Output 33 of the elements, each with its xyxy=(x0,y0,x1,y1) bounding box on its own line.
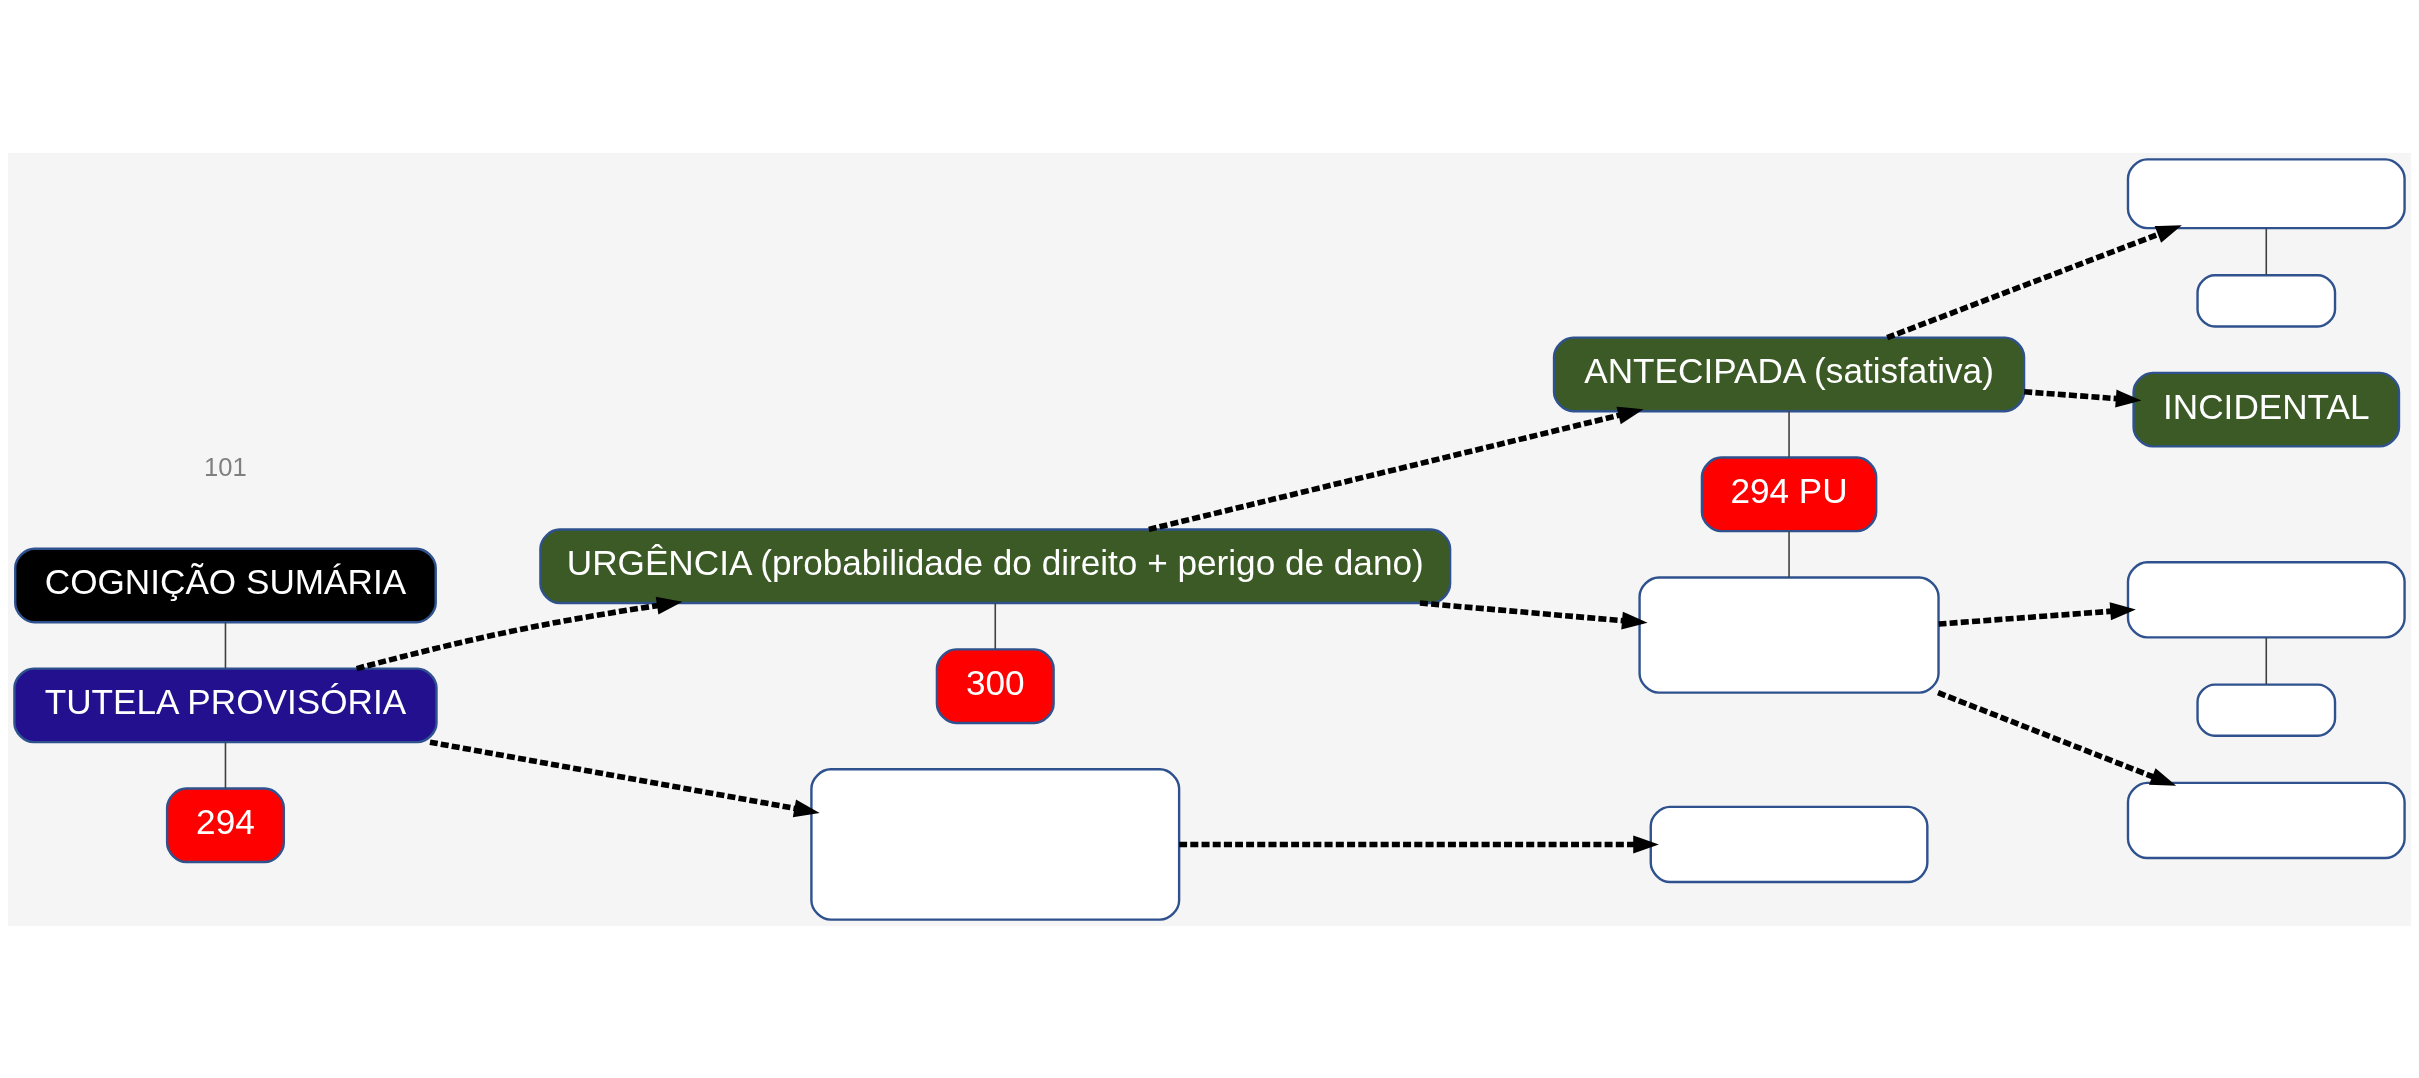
node-box: 294 PU xyxy=(1700,455,1878,532)
label: 101 xyxy=(204,452,247,481)
arrow xyxy=(1937,689,2177,786)
arrow xyxy=(1419,599,1648,630)
node-box: ANTECIPADA (satisfativa) xyxy=(1552,335,2026,412)
arrow xyxy=(1938,601,2136,627)
node-box: INCIDENTAL xyxy=(2132,371,2401,448)
connector xyxy=(994,601,997,650)
connector xyxy=(1788,410,1790,458)
node-box xyxy=(2196,682,2337,737)
node-box xyxy=(2196,273,2337,328)
node-box xyxy=(2126,157,2406,229)
node-box: URGÊNCIA (probabilidade do direito + perigo de dano) xyxy=(539,527,1452,604)
node-box: COGNIÇÃO SUMÁRIA xyxy=(14,547,437,623)
node-box xyxy=(2126,560,2406,639)
node-box: 294 xyxy=(165,786,285,863)
node-box xyxy=(1638,575,1940,694)
node-box: 300 xyxy=(935,647,1055,724)
connector xyxy=(1788,530,1790,578)
arrow xyxy=(355,596,683,671)
node-box xyxy=(810,767,1181,921)
arrow xyxy=(1886,224,2182,340)
arrow xyxy=(2024,388,2142,407)
node-box: TUTELA PROVISÓRIA xyxy=(13,666,438,743)
connector xyxy=(2265,227,2268,276)
connector xyxy=(224,621,227,669)
node-box xyxy=(2126,781,2406,859)
connector xyxy=(2265,636,2268,685)
arrow xyxy=(1179,835,1659,853)
arrow xyxy=(429,738,820,817)
arrow xyxy=(1148,406,1644,532)
connector xyxy=(224,741,227,789)
node-box xyxy=(1649,805,1929,883)
